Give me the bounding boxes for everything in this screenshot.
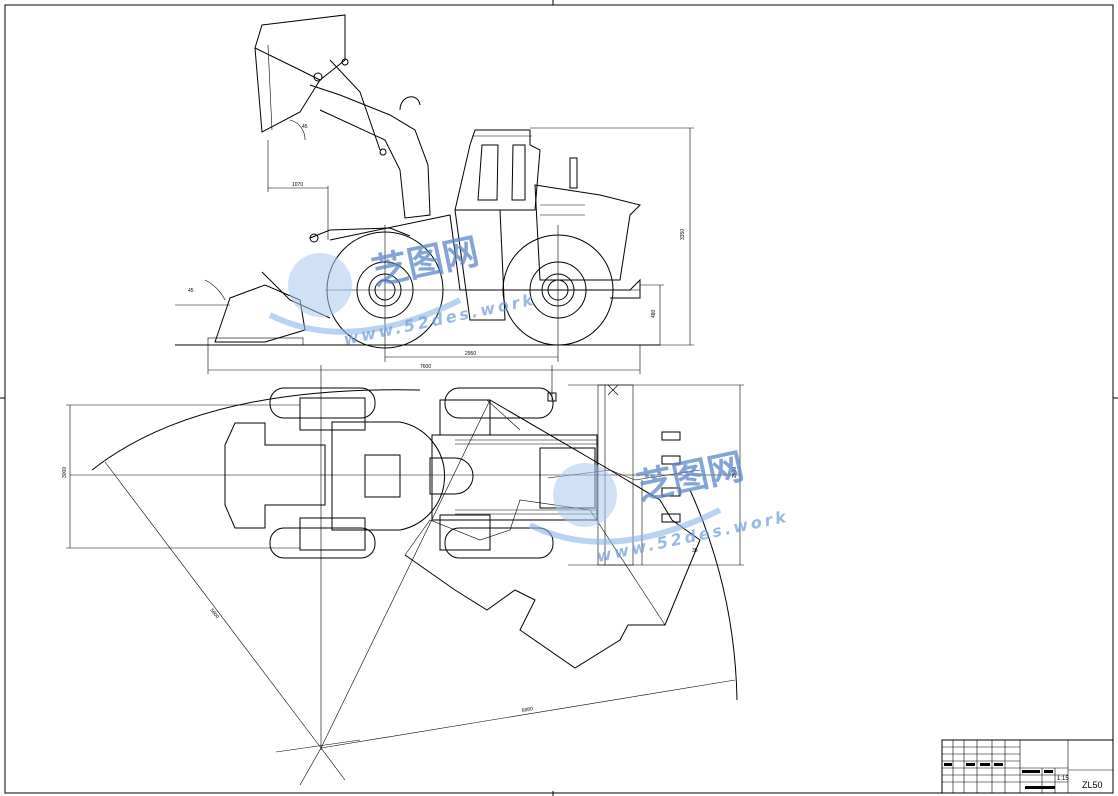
raised-bucket: [254, 14, 346, 81]
watermark-2: 芝图网 www.52des.work: [528, 446, 790, 566]
turned-outline: [404, 399, 701, 669]
dump-angle-dim: 45: [302, 124, 308, 130]
bucket-top: [224, 422, 326, 529]
width-right-dim: 2800: [732, 467, 738, 478]
turning-arc-outer: [689, 489, 738, 701]
turning-arc-inner: [91, 389, 421, 471]
title-block: 1:15 ZL50: [941, 739, 1114, 794]
exhaust-pipe: [569, 157, 578, 189]
angle-dim: 35: [692, 548, 698, 554]
width-left-dim: 3000: [62, 467, 68, 478]
sheet-border: [4, 4, 1114, 794]
model-label: ZL50: [1082, 780, 1103, 790]
cab: [454, 129, 541, 211]
turning-radius-outer-dim: 6880: [521, 706, 533, 714]
tilt-angle-dim: 45: [188, 288, 194, 294]
engine-hood: [534, 184, 641, 281]
scale-label: 1:15: [1057, 776, 1069, 782]
top-view: 3000 2800 5900 6880 35: [62, 365, 744, 786]
reach-dim: 1070: [292, 182, 303, 188]
clearance-dim: 480: [651, 309, 657, 318]
overall-length-dim: 7600: [420, 364, 431, 370]
watermark-cn-2: 芝图网: [633, 446, 747, 509]
side-view: 1070 45 45: [175, 14, 694, 374]
front-left-tire: [269, 387, 376, 419]
rear-left-tire: [444, 387, 554, 419]
wheelbase-dim: 2950: [465, 351, 476, 357]
height-dim: 3350: [680, 229, 686, 240]
rear-right-tire: [444, 527, 554, 559]
front-right-tire: [269, 527, 376, 559]
turning-radius-inner-dim: 5900: [208, 608, 220, 621]
